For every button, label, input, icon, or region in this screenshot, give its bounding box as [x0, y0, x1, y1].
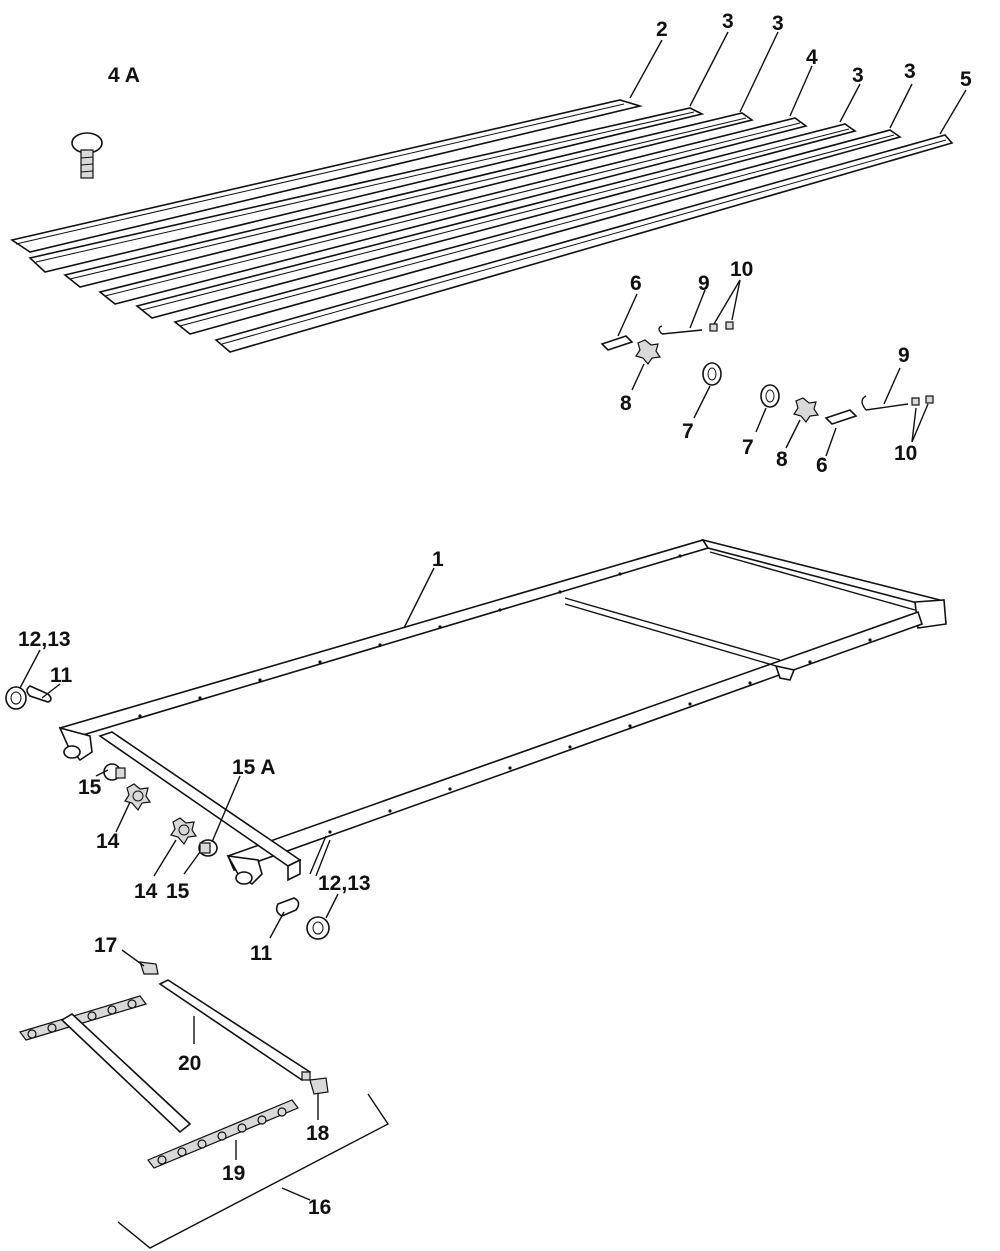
- ring-12-13b-icon: [306, 916, 330, 940]
- nut-10b-icon: [911, 395, 934, 406]
- callout-20: 20: [178, 1052, 201, 1075]
- callout-4a: 4 A: [108, 64, 140, 87]
- callout-3: 3: [722, 10, 734, 33]
- callout-3: 3: [852, 64, 864, 87]
- star-knob-8a-icon: [635, 339, 662, 366]
- floor-slat-4: [98, 117, 808, 305]
- callout-5: 5: [960, 68, 972, 91]
- floor-slat-2: [10, 99, 644, 253]
- floor-slat-3d: [173, 129, 902, 335]
- callout-7: 7: [682, 420, 694, 443]
- callout-14: 14: [134, 880, 158, 903]
- callout-2: 2: [656, 18, 668, 41]
- floor-slat-5: [214, 134, 954, 353]
- star-knob-8b-icon: [793, 397, 820, 424]
- star-knob-14a-icon: [124, 783, 152, 812]
- bushing-15b-icon: [198, 839, 218, 857]
- callout-labels: 2 3 3 4 3 3 5 4 A 6 9 10 8 7 7 8 6 9 10 …: [18, 10, 972, 1219]
- leader-lines: [19, 31, 967, 1249]
- callout-15: 15: [78, 776, 102, 799]
- callout-10: 10: [730, 258, 753, 281]
- floor-slat-3a: [28, 107, 705, 273]
- floor-slat-3c: [135, 123, 857, 319]
- callout-8: 8: [620, 392, 632, 415]
- pin-11b-icon: [275, 897, 300, 917]
- hook-bolt-9b-icon: [861, 395, 909, 411]
- callout-12-13: 12,13: [318, 872, 371, 895]
- callout-19: 19: [222, 1162, 245, 1185]
- callout-6: 6: [630, 272, 642, 295]
- callout-8: 8: [776, 448, 788, 471]
- washer-7b-icon: [760, 384, 780, 408]
- callout-11: 11: [250, 942, 273, 965]
- clip-6a-icon: [600, 335, 634, 351]
- clip-6b-icon: [824, 409, 858, 425]
- washer-7a-icon: [702, 362, 722, 386]
- callout-10: 10: [894, 442, 917, 465]
- callout-1: 1: [432, 548, 444, 571]
- callout-3: 3: [904, 60, 916, 83]
- callout-11: 11: [50, 664, 73, 687]
- callout-16: 16: [308, 1196, 331, 1219]
- bushing-15a-icon: [103, 763, 126, 781]
- floor-slat-3b: [63, 112, 754, 288]
- callout-9: 9: [698, 272, 710, 295]
- nut-10a-icon: [709, 321, 734, 332]
- callout-17: 17: [94, 934, 117, 957]
- callout-15: 15: [166, 880, 190, 903]
- callout-18: 18: [306, 1122, 330, 1145]
- star-knob-14b-icon: [170, 817, 198, 846]
- callout-12-13: 12,13: [18, 628, 71, 651]
- callout-6: 6: [816, 454, 828, 477]
- main-frame: [58, 538, 947, 886]
- hook-bolt-9a-icon: [658, 325, 703, 335]
- callout-14: 14: [96, 830, 120, 853]
- carriage-bolt-icon: [71, 132, 103, 179]
- callout-4: 4: [806, 46, 818, 69]
- conveyor-chain-assembly: [19, 961, 329, 1169]
- ring-12-13a-icon: [5, 686, 27, 710]
- callout-9: 9: [898, 344, 910, 367]
- callout-3: 3: [772, 12, 784, 35]
- callout-7: 7: [742, 436, 754, 459]
- floor-slats: [10, 99, 954, 353]
- callout-15a: 15 A: [232, 756, 276, 779]
- pin-11a-icon: [26, 685, 52, 703]
